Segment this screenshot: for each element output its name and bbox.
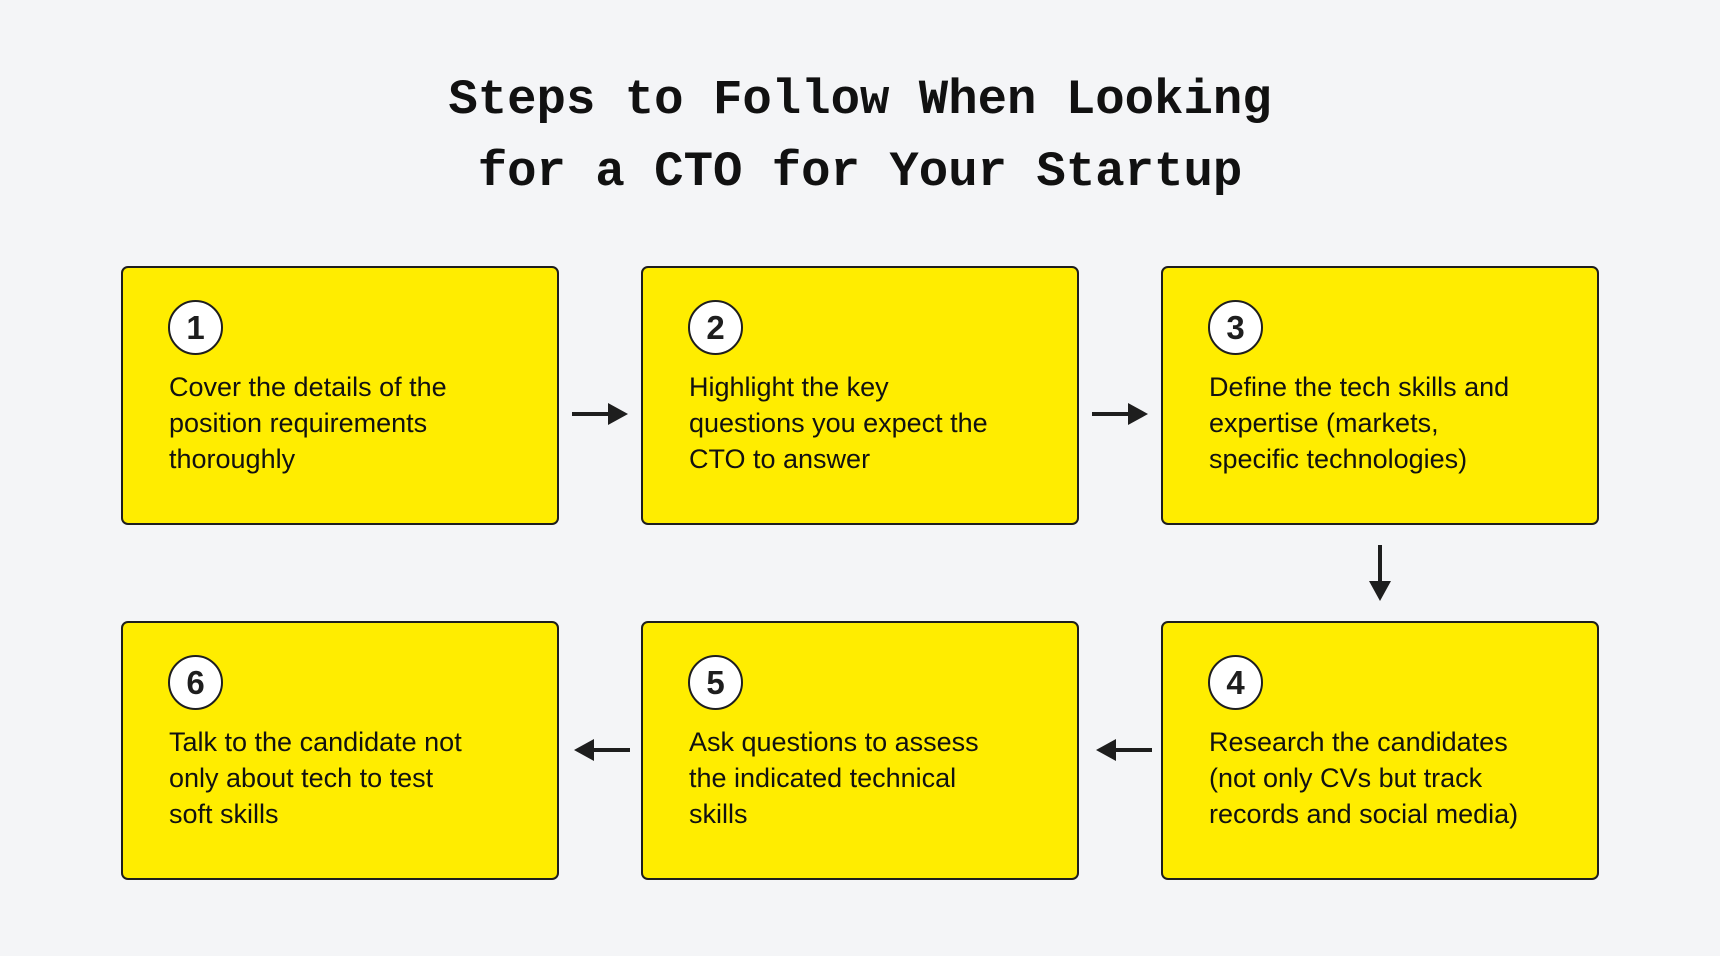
step-description: Ask questions to assess the indicated te… xyxy=(689,724,1059,832)
step-line: Research the candidates xyxy=(1209,727,1508,757)
step-line: Talk to the candidate not xyxy=(169,727,462,757)
step-line: Define the tech skills and xyxy=(1209,372,1510,402)
step-card-3: 3 Define the tech skills and expertise (… xyxy=(1161,266,1599,525)
step-line: soft skills xyxy=(169,799,279,829)
step-description: Research the candidates (not only CVs bu… xyxy=(1209,724,1579,832)
page-title: Steps to Follow When Looking for a CTO f… xyxy=(0,64,1720,208)
step-description: Highlight the key questions you expect t… xyxy=(689,369,1059,477)
step-description: Talk to the candidate not only about tec… xyxy=(169,724,539,832)
arrow-left-icon xyxy=(1094,738,1152,762)
step-card-2: 2 Highlight the key questions you expect… xyxy=(641,266,1079,525)
step-line: Highlight the key xyxy=(689,372,889,402)
step-number-badge: 3 xyxy=(1208,300,1263,355)
step-number-badge: 1 xyxy=(168,300,223,355)
step-number-badge: 6 xyxy=(168,655,223,710)
arrow-right-icon xyxy=(1092,402,1150,426)
arrow-down-icon xyxy=(1368,545,1392,603)
arrow-right-icon xyxy=(572,402,630,426)
step-line: expertise (markets, xyxy=(1209,408,1439,438)
step-number-badge: 2 xyxy=(688,300,743,355)
step-card-6: 6 Talk to the candidate not only about t… xyxy=(121,621,559,880)
step-number-badge: 5 xyxy=(688,655,743,710)
step-card-1: 1 Cover the details of the position requ… xyxy=(121,266,559,525)
step-line: (not only CVs but track xyxy=(1209,763,1483,793)
step-number-badge: 4 xyxy=(1208,655,1263,710)
step-line: thoroughly xyxy=(169,444,296,474)
title-line-2: for a CTO for Your Startup xyxy=(477,144,1243,200)
step-line: Cover the details of the xyxy=(169,372,447,402)
step-description: Define the tech skills and expertise (ma… xyxy=(1209,369,1579,477)
title-line-1: Steps to Follow When Looking xyxy=(448,72,1272,128)
step-line: records and social media) xyxy=(1209,799,1519,829)
step-line: Ask questions to assess xyxy=(689,727,979,757)
step-line: position requirements xyxy=(169,408,428,438)
step-line: skills xyxy=(689,799,748,829)
step-line: the indicated technical xyxy=(689,763,957,793)
arrow-left-icon xyxy=(572,738,630,762)
step-line: CTO to answer xyxy=(689,444,871,474)
step-line: specific technologies) xyxy=(1209,444,1468,474)
step-card-5: 5 Ask questions to assess the indicated … xyxy=(641,621,1079,880)
step-description: Cover the details of the position requir… xyxy=(169,369,539,477)
step-line: only about tech to test xyxy=(169,763,434,793)
step-line: questions you expect the xyxy=(689,408,988,438)
step-card-4: 4 Research the candidates (not only CVs … xyxy=(1161,621,1599,880)
